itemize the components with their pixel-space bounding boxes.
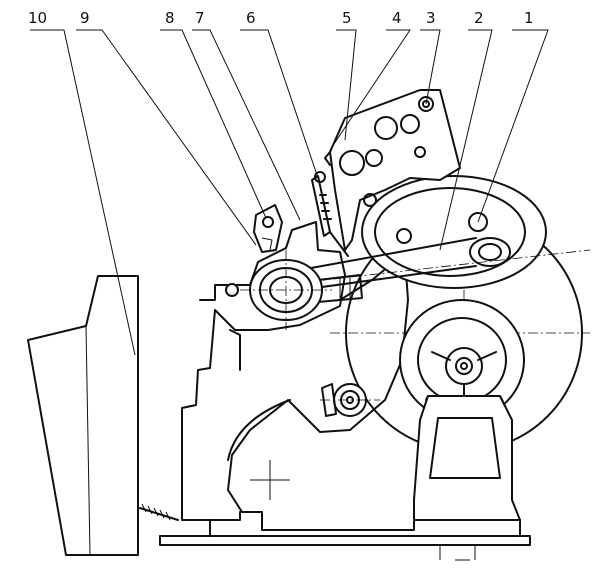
callout-2: 2 bbox=[474, 9, 484, 27]
part-3-4-5-top-plate bbox=[324, 89, 461, 251]
callout-8: 8 bbox=[165, 9, 175, 27]
callout-1: 1 bbox=[524, 9, 534, 27]
callout-5: 5 bbox=[342, 9, 352, 27]
callout-3: 3 bbox=[426, 9, 436, 27]
connecting-arm bbox=[279, 237, 591, 303]
callout-6: 6 bbox=[246, 9, 256, 27]
small-gear bbox=[320, 383, 380, 417]
threaded-rod bbox=[139, 503, 179, 521]
part-6-7-spring-rod bbox=[311, 171, 349, 257]
callout-10: 10 bbox=[28, 9, 47, 27]
part-10-cabinet bbox=[27, 275, 139, 556]
part-9-eccentric-hub bbox=[240, 250, 332, 330]
pedestal bbox=[413, 395, 521, 521]
callout-4: 4 bbox=[392, 9, 402, 27]
part-8-lever-bracket bbox=[253, 204, 283, 253]
callout-7: 7 bbox=[195, 9, 205, 27]
lower-drum bbox=[399, 299, 525, 421]
leader-lines bbox=[30, 29, 549, 356]
callout-9: 9 bbox=[80, 9, 90, 27]
main-body-casting bbox=[181, 221, 409, 521]
